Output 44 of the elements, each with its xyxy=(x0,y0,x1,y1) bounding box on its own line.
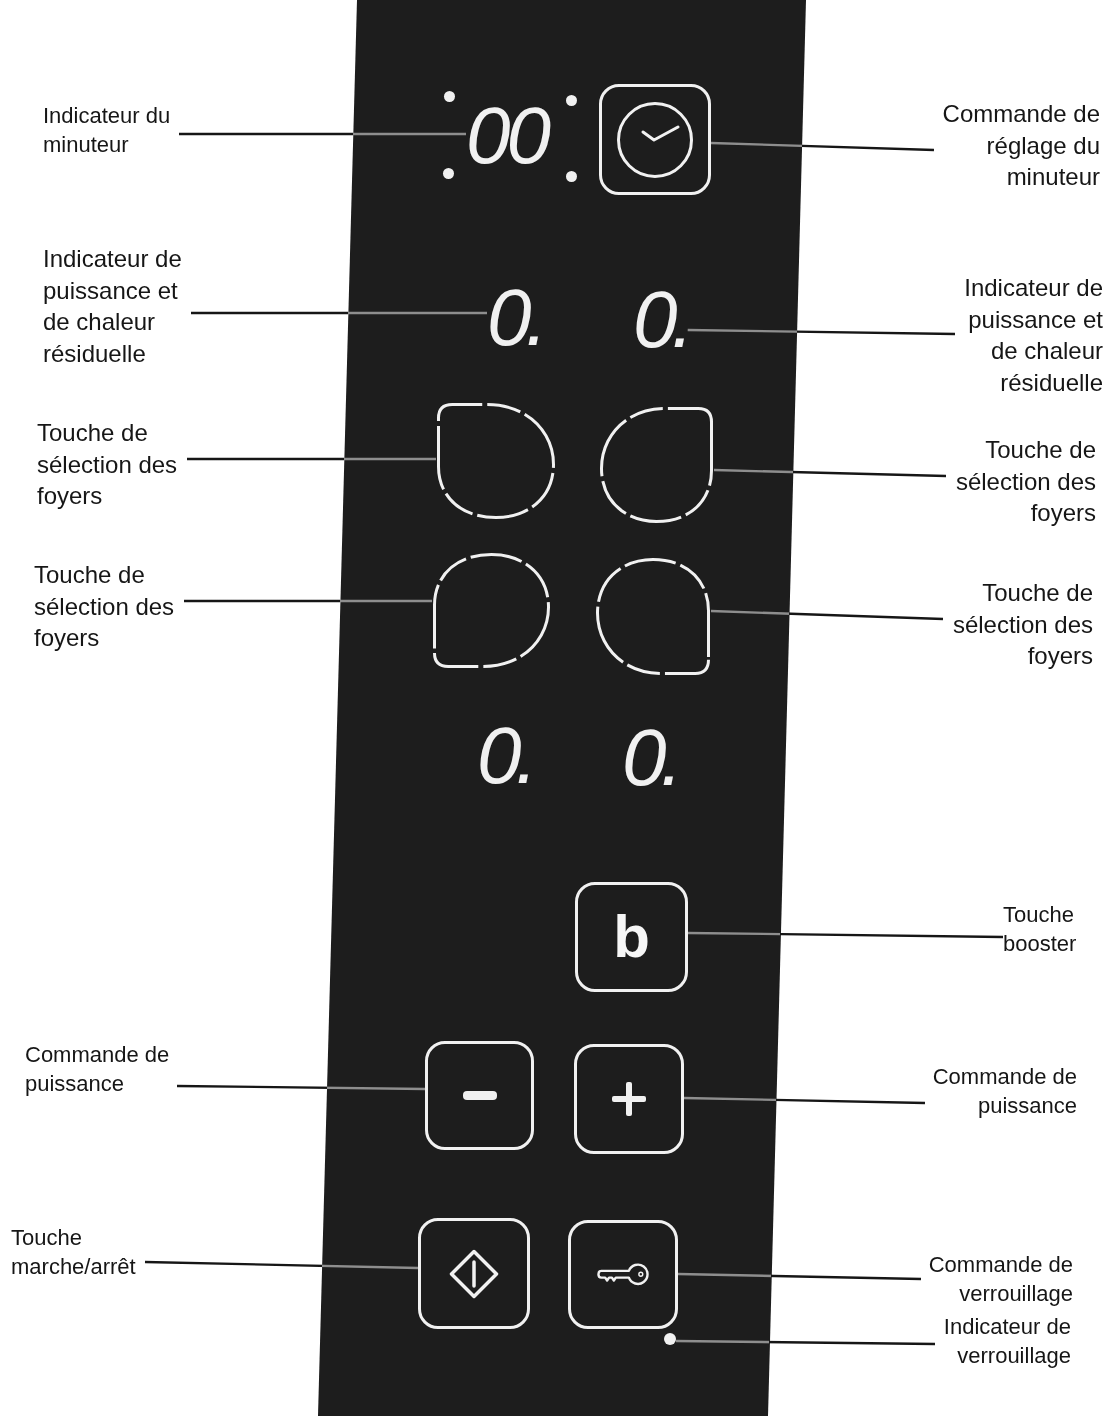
callout-label: Indicateur de verrouillage xyxy=(935,1312,1071,1371)
callout-label: Touche marche/arrêt xyxy=(11,1223,145,1282)
lock-key xyxy=(568,1220,678,1329)
callout-label: Indicateur du minuteur xyxy=(43,101,179,160)
leader-line xyxy=(713,468,947,478)
callout-label: Commande de réglage du minuteur xyxy=(934,98,1100,193)
callout-label: Touche de sélection des foyers xyxy=(37,417,187,512)
leader-line xyxy=(710,141,935,152)
callout-label: Touche de sélection des foyers xyxy=(943,577,1093,672)
leader-line xyxy=(187,457,436,461)
leader-line xyxy=(177,1084,425,1091)
zone-key xyxy=(436,402,556,520)
leader-line xyxy=(144,1260,419,1270)
display-digits: 0. xyxy=(487,288,542,348)
callout-label: Touche de sélection des foyers xyxy=(946,434,1096,529)
plus-key xyxy=(574,1044,684,1154)
zone-key xyxy=(599,406,714,524)
zone-key xyxy=(432,552,551,669)
leader-line xyxy=(683,1096,926,1105)
leader-line xyxy=(184,599,432,603)
clock-key xyxy=(599,84,711,195)
callout-label: Commande de puissance xyxy=(925,1062,1077,1121)
leader-line xyxy=(179,132,466,136)
indicator-dot-icon xyxy=(664,1333,676,1345)
callout-label: Commande de verrouillage xyxy=(921,1250,1073,1309)
callout-label: Touche booster xyxy=(1003,900,1085,959)
display-digits: 0. xyxy=(477,726,532,786)
power-key xyxy=(418,1218,530,1329)
minus-key xyxy=(425,1041,534,1150)
booster-key: b xyxy=(575,882,688,992)
leader-line xyxy=(710,609,944,621)
leader-line xyxy=(687,328,955,336)
display-digits: 00 xyxy=(466,106,547,166)
callout-label: Commande de puissance xyxy=(25,1040,177,1099)
leader-line xyxy=(688,931,1003,939)
callout-label: Touche de sélection des foyers xyxy=(34,559,184,654)
callout-label: Indicateur de puissance et de chaleur résiduelle xyxy=(955,272,1103,399)
callout-label: Indicateur de puissance et de chaleur résiduelle xyxy=(43,243,191,370)
leader-line xyxy=(191,311,487,315)
leader-line xyxy=(677,1272,922,1281)
display-digits: 0. xyxy=(633,290,688,350)
zone-key xyxy=(595,557,711,676)
display-digits: 0. xyxy=(622,728,677,788)
leader-line xyxy=(676,1339,935,1346)
